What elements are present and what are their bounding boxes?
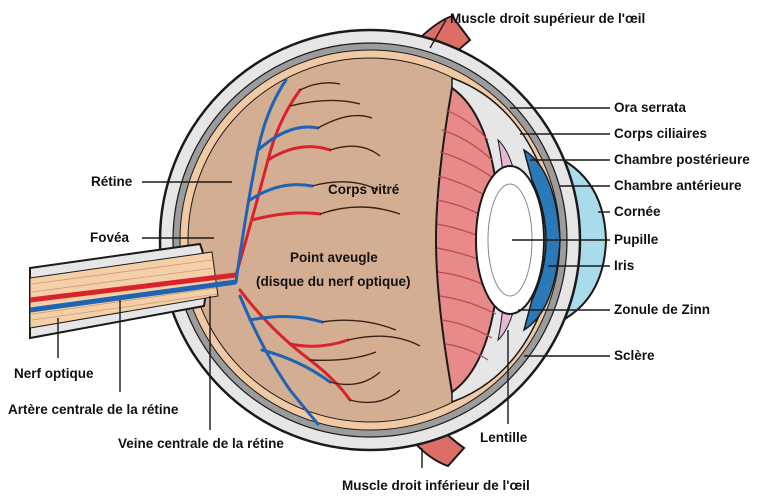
label-zonule: Zonule de Zinn — [614, 302, 710, 317]
label-muscle-superieur: Muscle droit supérieur de l'œil — [450, 11, 645, 26]
label-cornee: Cornée — [614, 204, 661, 219]
label-artere: Artère centrale de la rétine — [8, 402, 179, 417]
label-corps-ciliaires: Corps ciliaires — [614, 126, 707, 141]
label-chambre-anterieure: Chambre antérieure — [614, 178, 742, 193]
label-nerf-optique: Nerf optique — [14, 366, 94, 381]
label-corps-vitre: Corps vitré — [328, 182, 400, 197]
label-lentille: Lentille — [480, 430, 528, 445]
label-fovea: Fovéa — [90, 230, 130, 245]
label-ora-serrata: Ora serrata — [614, 100, 687, 115]
label-retine: Rétine — [91, 174, 133, 189]
label-chambre-posterieure: Chambre postérieure — [614, 152, 750, 167]
label-point-aveugle-1: Point aveugle — [290, 250, 378, 265]
label-iris: Iris — [614, 258, 634, 273]
label-muscle-inferieur: Muscle droit inférieur de l'œil — [342, 478, 530, 493]
label-veine: Veine centrale de la rétine — [118, 436, 284, 451]
label-sclere: Sclère — [614, 348, 655, 363]
label-pupille: Pupille — [614, 232, 659, 247]
label-point-aveugle-2: (disque du nerf optique) — [256, 274, 411, 289]
